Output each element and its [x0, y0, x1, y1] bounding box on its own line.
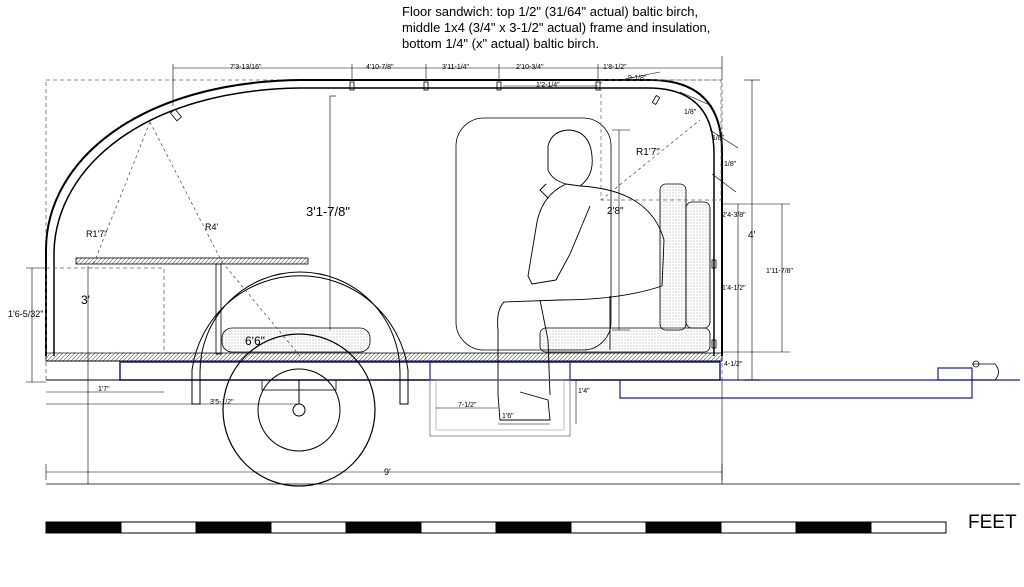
dim-bed-length: 6'6"	[245, 334, 265, 348]
seat-cushion	[539, 327, 711, 353]
note-line-2: middle 1x4 (3/4" x 3-1/2" actual) frame …	[402, 20, 711, 35]
scale-segment	[420, 521, 497, 534]
wheel-hub	[292, 403, 306, 417]
dim-overall-height: 4'	[748, 230, 756, 241]
table-top	[75, 257, 309, 265]
note-line-1: Floor sandwich: top 1/2" (31/64" actual)…	[402, 4, 699, 19]
dim-hatch-radius: R1'7"	[636, 147, 660, 158]
scale-segment	[720, 521, 797, 534]
scale-bar	[45, 521, 947, 534]
dim-top-sub-1: 1'2-1/4"	[536, 82, 560, 89]
dim-top-5: 1'8-1/2"	[603, 64, 627, 71]
seated-person	[497, 129, 665, 421]
table-leg	[215, 263, 222, 355]
back-cushion-1	[659, 183, 687, 331]
dim-top-3: 3'11-1/4"	[442, 64, 470, 71]
floor-frame	[119, 361, 721, 381]
dim-top-1: 7'3-13/16"	[230, 64, 262, 71]
dim-right-mid: 2'4-3/8"	[722, 212, 746, 219]
dim-top-sub-2: 9-1/8"	[628, 75, 647, 82]
dim-table-height: 3'	[81, 293, 90, 307]
rib-markers	[169, 81, 717, 349]
dim-footwell-width: 1'6"	[502, 413, 514, 420]
scale-segment	[270, 521, 347, 534]
trailer-tongue	[619, 380, 973, 399]
dim-footwell-depth: 7-1/2"	[458, 402, 477, 409]
dim-right-c: 1/8"	[724, 161, 737, 168]
dim-hatch-height: 2'8"	[607, 206, 624, 217]
dim-top-4: 2'10-3/4"	[516, 64, 544, 71]
scale-segment	[195, 521, 272, 534]
scale-segment	[645, 521, 722, 534]
dim-arc-radius: R4'	[205, 222, 219, 232]
hitch-coupler	[937, 367, 973, 381]
scale-segment	[795, 521, 872, 534]
dim-top-2: 4'10-7/8"	[366, 64, 394, 71]
dim-right-floor: 4-1/2"	[724, 361, 743, 368]
dim-right-tall: 1'11-7/8"	[766, 268, 794, 275]
dim-right-b: 1/8"	[712, 135, 725, 142]
back-cushion-2	[685, 201, 711, 329]
scale-unit-label: FEET	[968, 512, 1017, 533]
hatch-window	[455, 117, 612, 351]
dim-left-small: 1'7"	[98, 386, 110, 393]
scale-segment	[45, 521, 122, 534]
dim-axle: 3'5-1/2"	[210, 399, 234, 406]
mattress	[221, 327, 371, 353]
dim-total-length: 9'	[384, 467, 391, 477]
dim-front-radius: R1'7"	[86, 229, 107, 239]
dim-footwell-drop: 1'4"	[578, 388, 590, 395]
scale-segment	[870, 521, 947, 534]
wheel-rim	[257, 368, 341, 452]
body-inner-shell	[53, 87, 715, 356]
wheel-tire	[222, 333, 376, 487]
dim-right-a: 1/8"	[684, 109, 697, 116]
scale-segment	[120, 521, 197, 534]
scale-segment	[345, 521, 422, 534]
dim-interior-height: 3'1-7/8"	[306, 204, 350, 219]
floor-sandwich-note: Floor sandwich: top 1/2" (31/64" actual)…	[402, 4, 822, 52]
scale-segment	[495, 521, 572, 534]
body-outer-shell	[45, 79, 723, 356]
dim-left-height: 1'6-5/32"	[8, 309, 43, 319]
floor-top-layer	[45, 352, 723, 362]
galley-outline	[45, 267, 165, 354]
dimension-lines	[26, 56, 790, 484]
fender	[191, 271, 409, 405]
dim-right-low: 1'4-1/2"	[722, 285, 746, 292]
scale-segment	[570, 521, 647, 534]
note-line-3: bottom 1/4" (x" actual) baltic birch.	[402, 36, 600, 51]
